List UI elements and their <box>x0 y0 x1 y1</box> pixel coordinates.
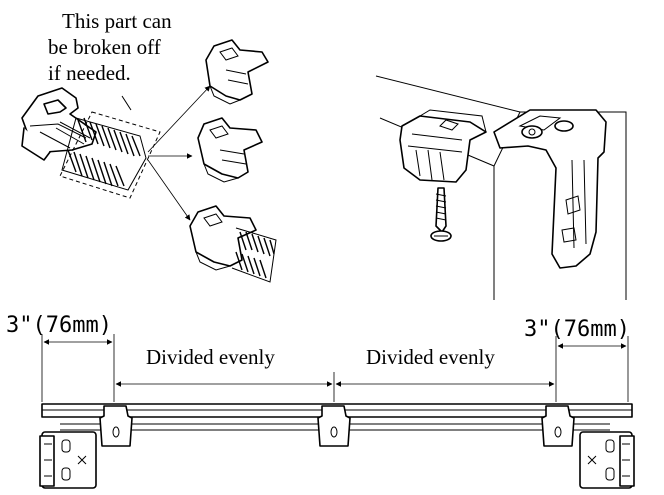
note-leader-line <box>121 95 132 111</box>
breakable-region-outline <box>59 111 161 199</box>
mounting-screw <box>430 187 452 242</box>
rail-bracket-left <box>99 405 133 447</box>
clip-variant-long <box>189 205 277 283</box>
span-left-label: Divided evenly <box>146 345 275 369</box>
end-cap-right <box>579 431 635 489</box>
dimension-annotations: 3"(76mm) 3"(76mm) Divided evenly Divided… <box>6 313 630 402</box>
arrow-to-variant-3 <box>147 159 191 221</box>
l-bracket <box>493 109 607 269</box>
rail-bracket-center <box>317 405 351 447</box>
clip-variant-short <box>205 39 269 105</box>
clip-variant-medium <box>197 117 263 183</box>
mounting-clip-installing <box>399 109 487 183</box>
end-cap-left <box>39 431 97 489</box>
left-margin-label: 3"(76mm) <box>6 313 112 338</box>
note-line-1: This part can <box>62 9 172 33</box>
span-right-label: Divided evenly <box>366 345 495 369</box>
right-margin-label: 3"(76mm) <box>524 317 630 342</box>
note-line-3: if needed. <box>48 61 131 85</box>
mounting-clip-full <box>21 87 147 191</box>
rail-bracket-right <box>541 405 575 447</box>
arrow-to-variant-1 <box>147 85 211 153</box>
note-line-2: be broken off <box>48 35 161 59</box>
break-off-note: This part can be broken off if needed. <box>48 9 172 85</box>
